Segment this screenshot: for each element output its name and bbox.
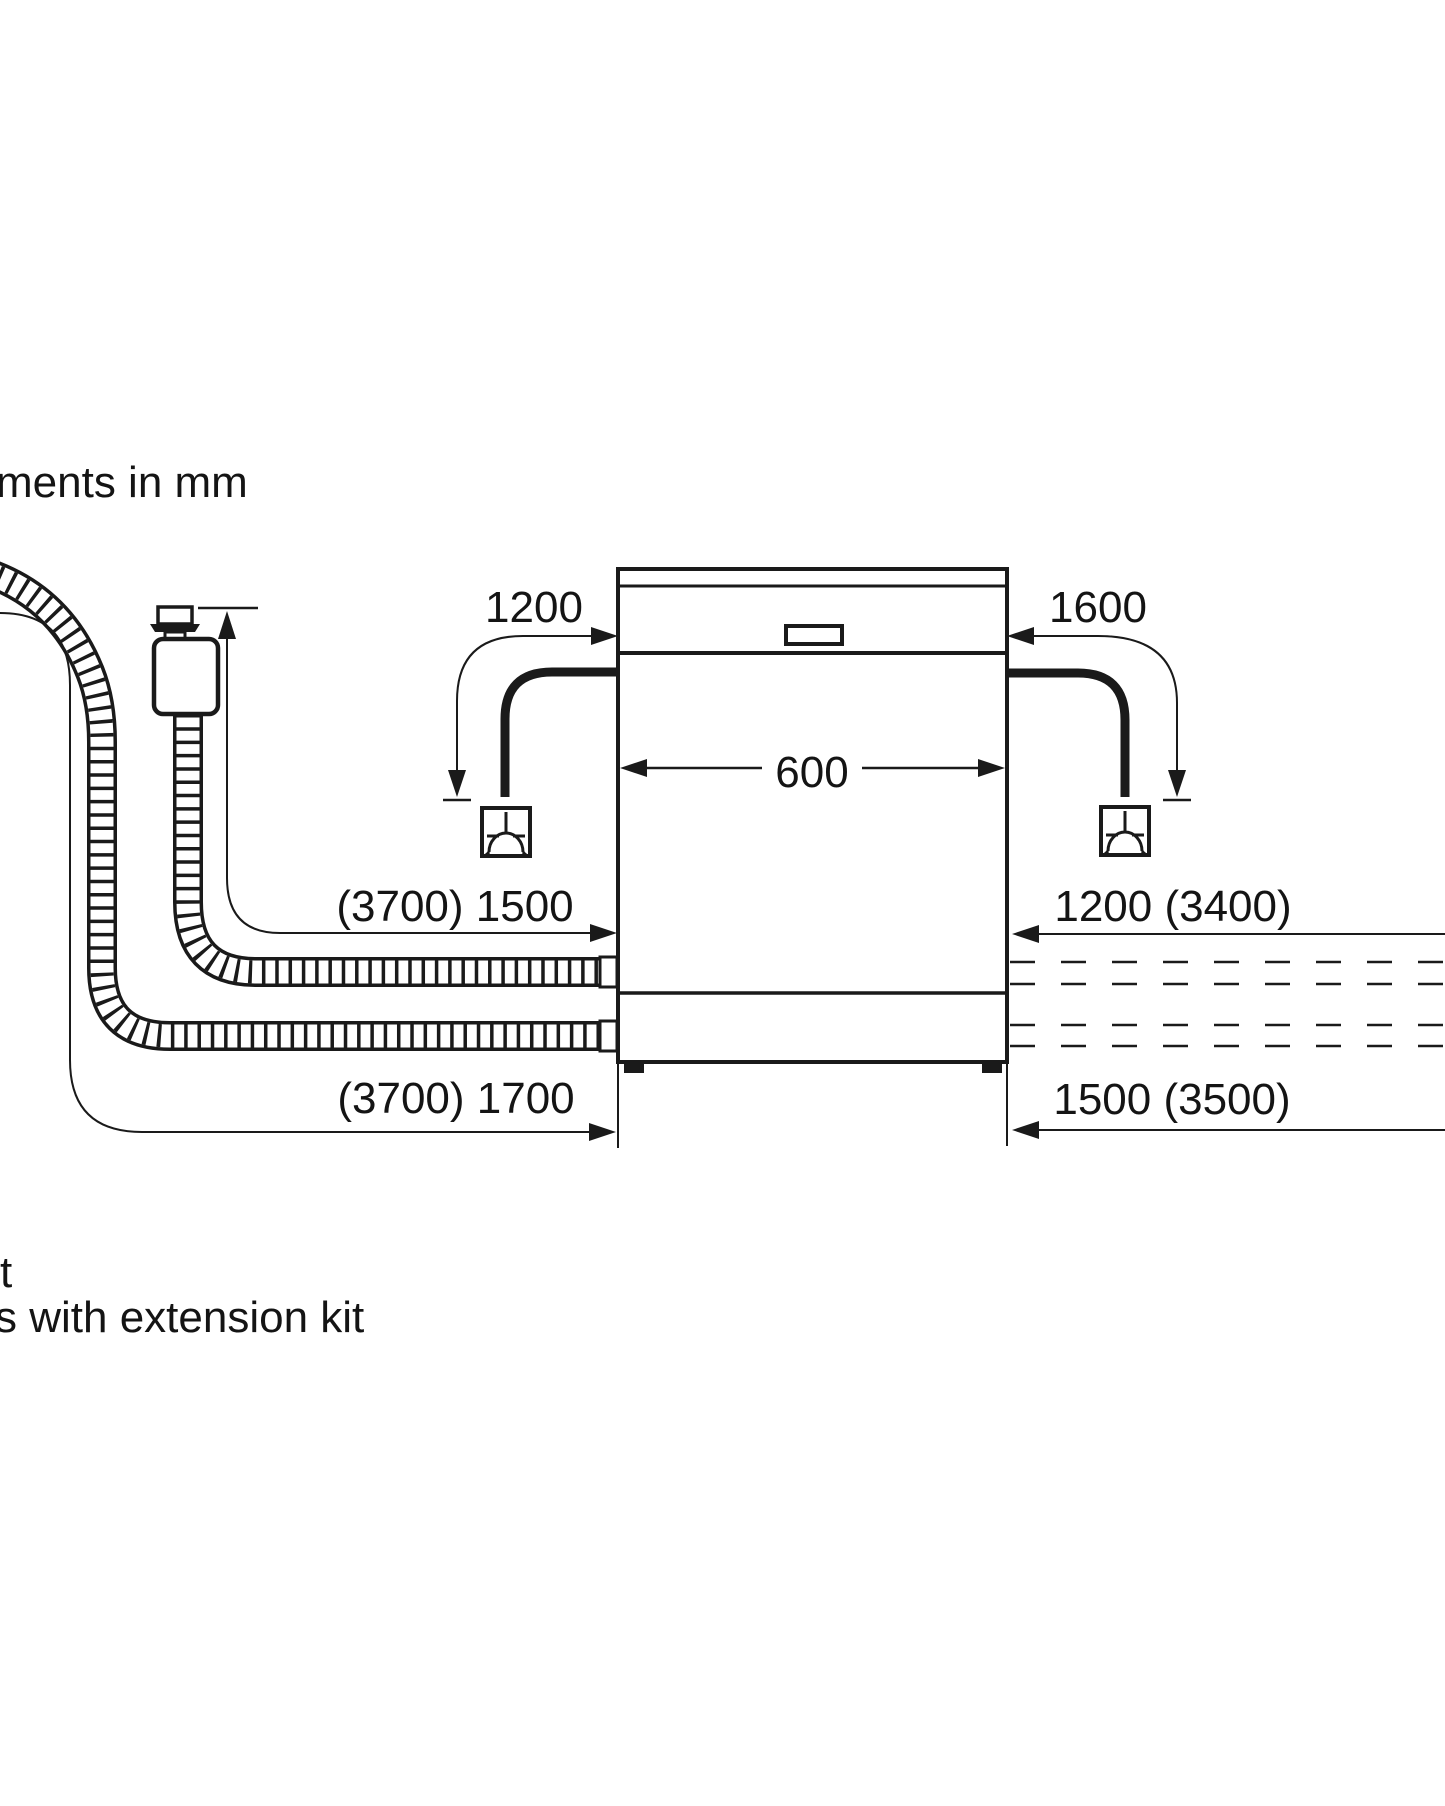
- hose-connector-stub-top: [598, 955, 619, 989]
- arrowhead-right: [589, 1123, 616, 1141]
- dim-arrow-1200: [443, 627, 618, 802]
- aquastop-nut: [156, 605, 194, 626]
- units-note: ments in mm: [0, 458, 248, 507]
- dim-label-1600: 1600: [1049, 583, 1147, 632]
- dim-label-1200-3400: 1200 (3400): [1054, 882, 1291, 931]
- arrowhead-right: [590, 924, 617, 942]
- drain-hose: [0, 561, 614, 1051]
- arrowhead-left: [1007, 627, 1034, 645]
- arrowhead-left: [1012, 1121, 1039, 1139]
- left-cord: [500, 667, 618, 797]
- dim-arrow-supply-right: [1012, 925, 1445, 943]
- dim-label-600: 600: [775, 748, 848, 797]
- arrowhead-right: [591, 627, 618, 645]
- footnote-line1: t: [0, 1248, 12, 1297]
- arrowhead-down: [448, 770, 466, 797]
- right-cord: [1007, 668, 1130, 797]
- footnote-line2: s with extension kit: [0, 1293, 364, 1342]
- dishwasher-front: [616, 567, 1009, 1073]
- dim-label-1200: 1200: [485, 583, 583, 632]
- dishwasher-foot-right: [982, 1062, 1002, 1073]
- arrowhead-left: [1012, 925, 1039, 943]
- aquastop-valve-icon: [150, 605, 221, 717]
- dim-arrow-supply-left: [198, 606, 617, 942]
- dim-label-3700-1700: (3700) 1700: [337, 1074, 574, 1123]
- aquastop-flange: [150, 624, 200, 632]
- dim-arrow-drain-right: [1012, 1121, 1445, 1139]
- dim-arrow-1600: [1007, 627, 1191, 802]
- hose-connector-stub-bottom: [598, 1019, 619, 1053]
- dim-label-3700-1500: (3700) 1500: [336, 882, 573, 931]
- water-tap-icon-left: [480, 806, 532, 858]
- hidden-hose-dashed-lines: [1010, 960, 1445, 1048]
- dim-arrow-600: [620, 759, 1005, 777]
- dishwasher-handle: [784, 624, 844, 646]
- dim-arrow-drain-left: [0, 612, 616, 1141]
- supply-hose: [173, 714, 614, 987]
- dishwasher-foot-left: [624, 1062, 644, 1073]
- aquastop-body: [151, 636, 221, 717]
- water-tap-icon-right: [1099, 805, 1151, 857]
- arrowhead-up: [218, 611, 236, 639]
- arrowhead-down: [1168, 770, 1186, 797]
- dim-label-1500-3500: 1500 (3500): [1053, 1075, 1290, 1124]
